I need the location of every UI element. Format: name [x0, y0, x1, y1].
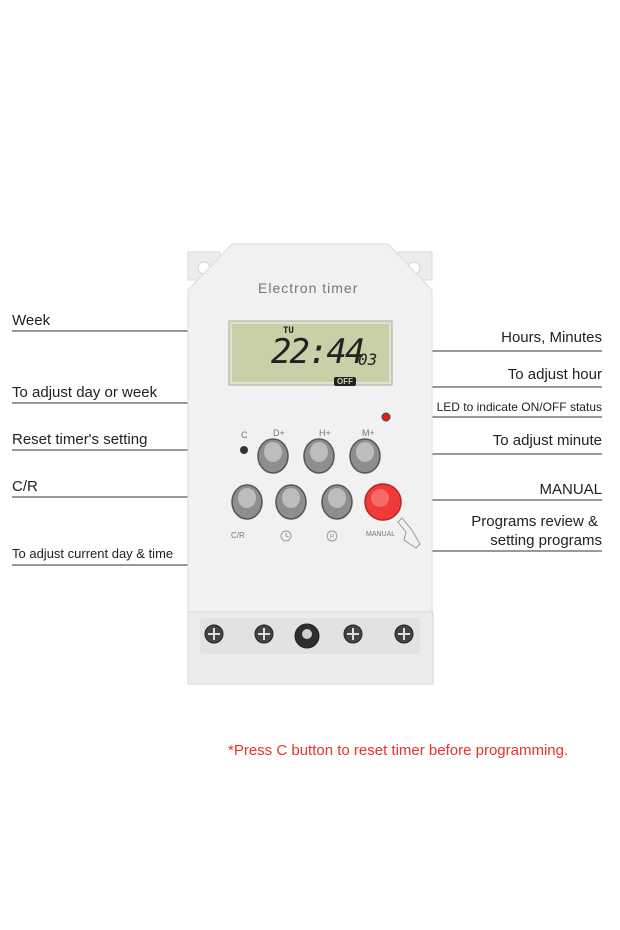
cr-callout: C/R — [12, 478, 38, 495]
reset-note: *Press C button to reset timer before pr… — [228, 742, 569, 759]
device-body — [187, 243, 433, 626]
programs-callout-line2: setting programs — [490, 532, 602, 549]
reset-c-button[interactable] — [239, 445, 249, 455]
device-title: Electron timer — [258, 280, 359, 296]
manual-device-label: MANUAL — [366, 531, 396, 538]
lcd-screen — [232, 324, 389, 382]
adjust-hour-callout: To adjust hour — [507, 366, 602, 383]
cr-device-label: C/R — [231, 531, 245, 540]
m-plus-button[interactable] — [350, 439, 380, 473]
current-time-callout: To adjust current day & time — [12, 546, 174, 561]
programs-callout-line1: Programs review & — [471, 513, 598, 530]
cr-button[interactable] — [232, 485, 262, 519]
c-label: C — [241, 430, 248, 440]
m-plus-label: M+ — [362, 428, 375, 438]
lcd-seconds: 03 — [358, 350, 378, 369]
h-plus-label: H+ — [319, 428, 331, 438]
program-icon — [326, 530, 338, 542]
reset-callout: Reset timer's setting — [12, 431, 148, 448]
d-plus-label: D+ — [273, 428, 285, 438]
hand-press-icon — [397, 517, 421, 549]
manual-button[interactable] — [365, 484, 401, 520]
lcd-status-badge: OFF — [334, 377, 356, 386]
d-plus-button[interactable] — [258, 439, 288, 473]
adjust-day-callout: To adjust day or week — [12, 384, 158, 401]
h-plus-button[interactable] — [304, 439, 334, 473]
reset-hole — [240, 446, 248, 454]
svg-text:P: P — [330, 534, 335, 541]
lcd-day: TU — [283, 326, 294, 336]
hours-minutes-callout: Hours, Minutes — [501, 329, 602, 346]
lcd-time: 22:44 — [271, 332, 365, 372]
led-indicator — [381, 412, 391, 422]
program-button[interactable] — [322, 485, 352, 519]
clock-button[interactable] — [276, 485, 306, 519]
adjust-minute-callout: To adjust minute — [492, 432, 602, 449]
week-callout: Week — [12, 312, 51, 329]
terminal-screws — [204, 623, 414, 649]
manual-callout: MANUAL — [539, 481, 602, 498]
clock-icon — [280, 530, 292, 542]
led-callout: LED to indicate ON/OFF status — [436, 400, 602, 414]
